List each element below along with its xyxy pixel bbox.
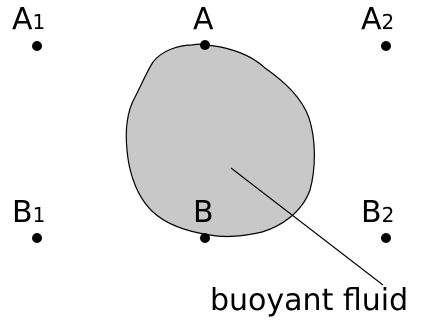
- point-a1-dot: [32, 41, 42, 51]
- point-a-dot: [200, 40, 210, 50]
- point-b1-dot: [32, 233, 42, 243]
- point-b2-dot: [381, 233, 391, 243]
- point-a2-label: A2: [361, 2, 394, 37]
- buoyant-fluid-blob: [125, 43, 315, 238]
- point-b2-label: B2: [361, 195, 394, 230]
- point-b-label: B: [193, 195, 214, 230]
- point-a2-dot: [381, 41, 391, 51]
- callout-leader-line: [230, 167, 384, 286]
- point-b1-label: B1: [12, 195, 45, 230]
- callout-label: buoyant fluid: [210, 283, 408, 318]
- point-a-label: A: [193, 2, 214, 37]
- point-a1-label: A1: [12, 2, 45, 37]
- point-b-dot: [200, 233, 210, 243]
